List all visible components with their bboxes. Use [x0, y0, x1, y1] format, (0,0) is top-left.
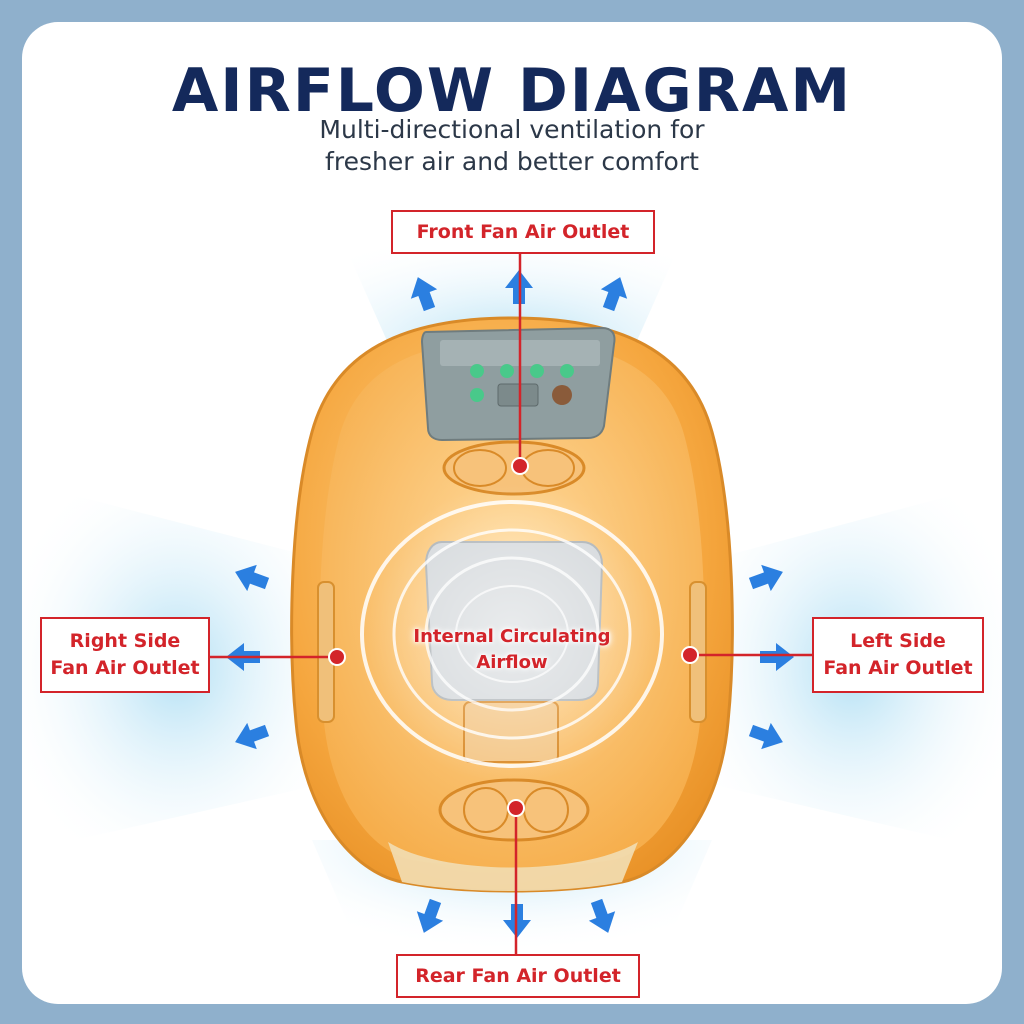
arrow-icon: [600, 277, 628, 312]
panel-button-1: [470, 364, 484, 378]
subtitle-line-2: fresher air and better comfort: [325, 147, 699, 176]
rear-fan-outlet-label: Rear Fan Air Outlet: [396, 954, 640, 998]
arrow-icon: [760, 643, 794, 671]
right-side-leader: [208, 648, 346, 666]
arrow-icon: [748, 722, 783, 750]
internal-circulating-airflow-label: Internal Circulating Airflow: [413, 626, 611, 673]
left-side-fan-outlet-label: Left Side Fan Air Outlet: [812, 617, 984, 693]
arrow-icon: [416, 898, 444, 933]
front-fan-outlet-label: Front Fan Air Outlet: [391, 210, 655, 254]
right-side-fan-outlet-label: Right Side Fan Air Outlet: [40, 617, 210, 693]
subtitle-line-1: Multi-directional ventilation for: [319, 115, 705, 144]
left-side-marker-dot: [681, 646, 699, 664]
rear-marker-dot: [507, 799, 525, 817]
panel-knob: [552, 385, 572, 405]
panel-button-4: [560, 364, 574, 378]
arrow-icon: [410, 277, 438, 312]
panel-button-3: [530, 364, 544, 378]
panel-display: [497, 383, 539, 407]
arrow-icon: [235, 564, 270, 592]
internal-circulation-swirl: [360, 484, 664, 784]
page-title: AIRFLOW DIAGRAM: [171, 56, 853, 126]
left-side-leader: [681, 646, 814, 664]
page-subtitle: Multi-directional ventilation for freshe…: [22, 114, 1002, 178]
front-marker-dot: [511, 457, 529, 475]
right-side-marker-dot: [328, 648, 346, 666]
arrow-icon: [235, 722, 270, 750]
rear-leader: [507, 799, 525, 956]
front-leader: [511, 252, 529, 475]
left-side-outlet-arrows: [748, 564, 794, 750]
panel-button-2: [500, 364, 514, 378]
arrow-icon: [588, 898, 616, 933]
arrow-icon: [748, 564, 783, 592]
infographic-card: AIRFLOW DIAGRAM Multi-directional ventil…: [22, 22, 1002, 1004]
